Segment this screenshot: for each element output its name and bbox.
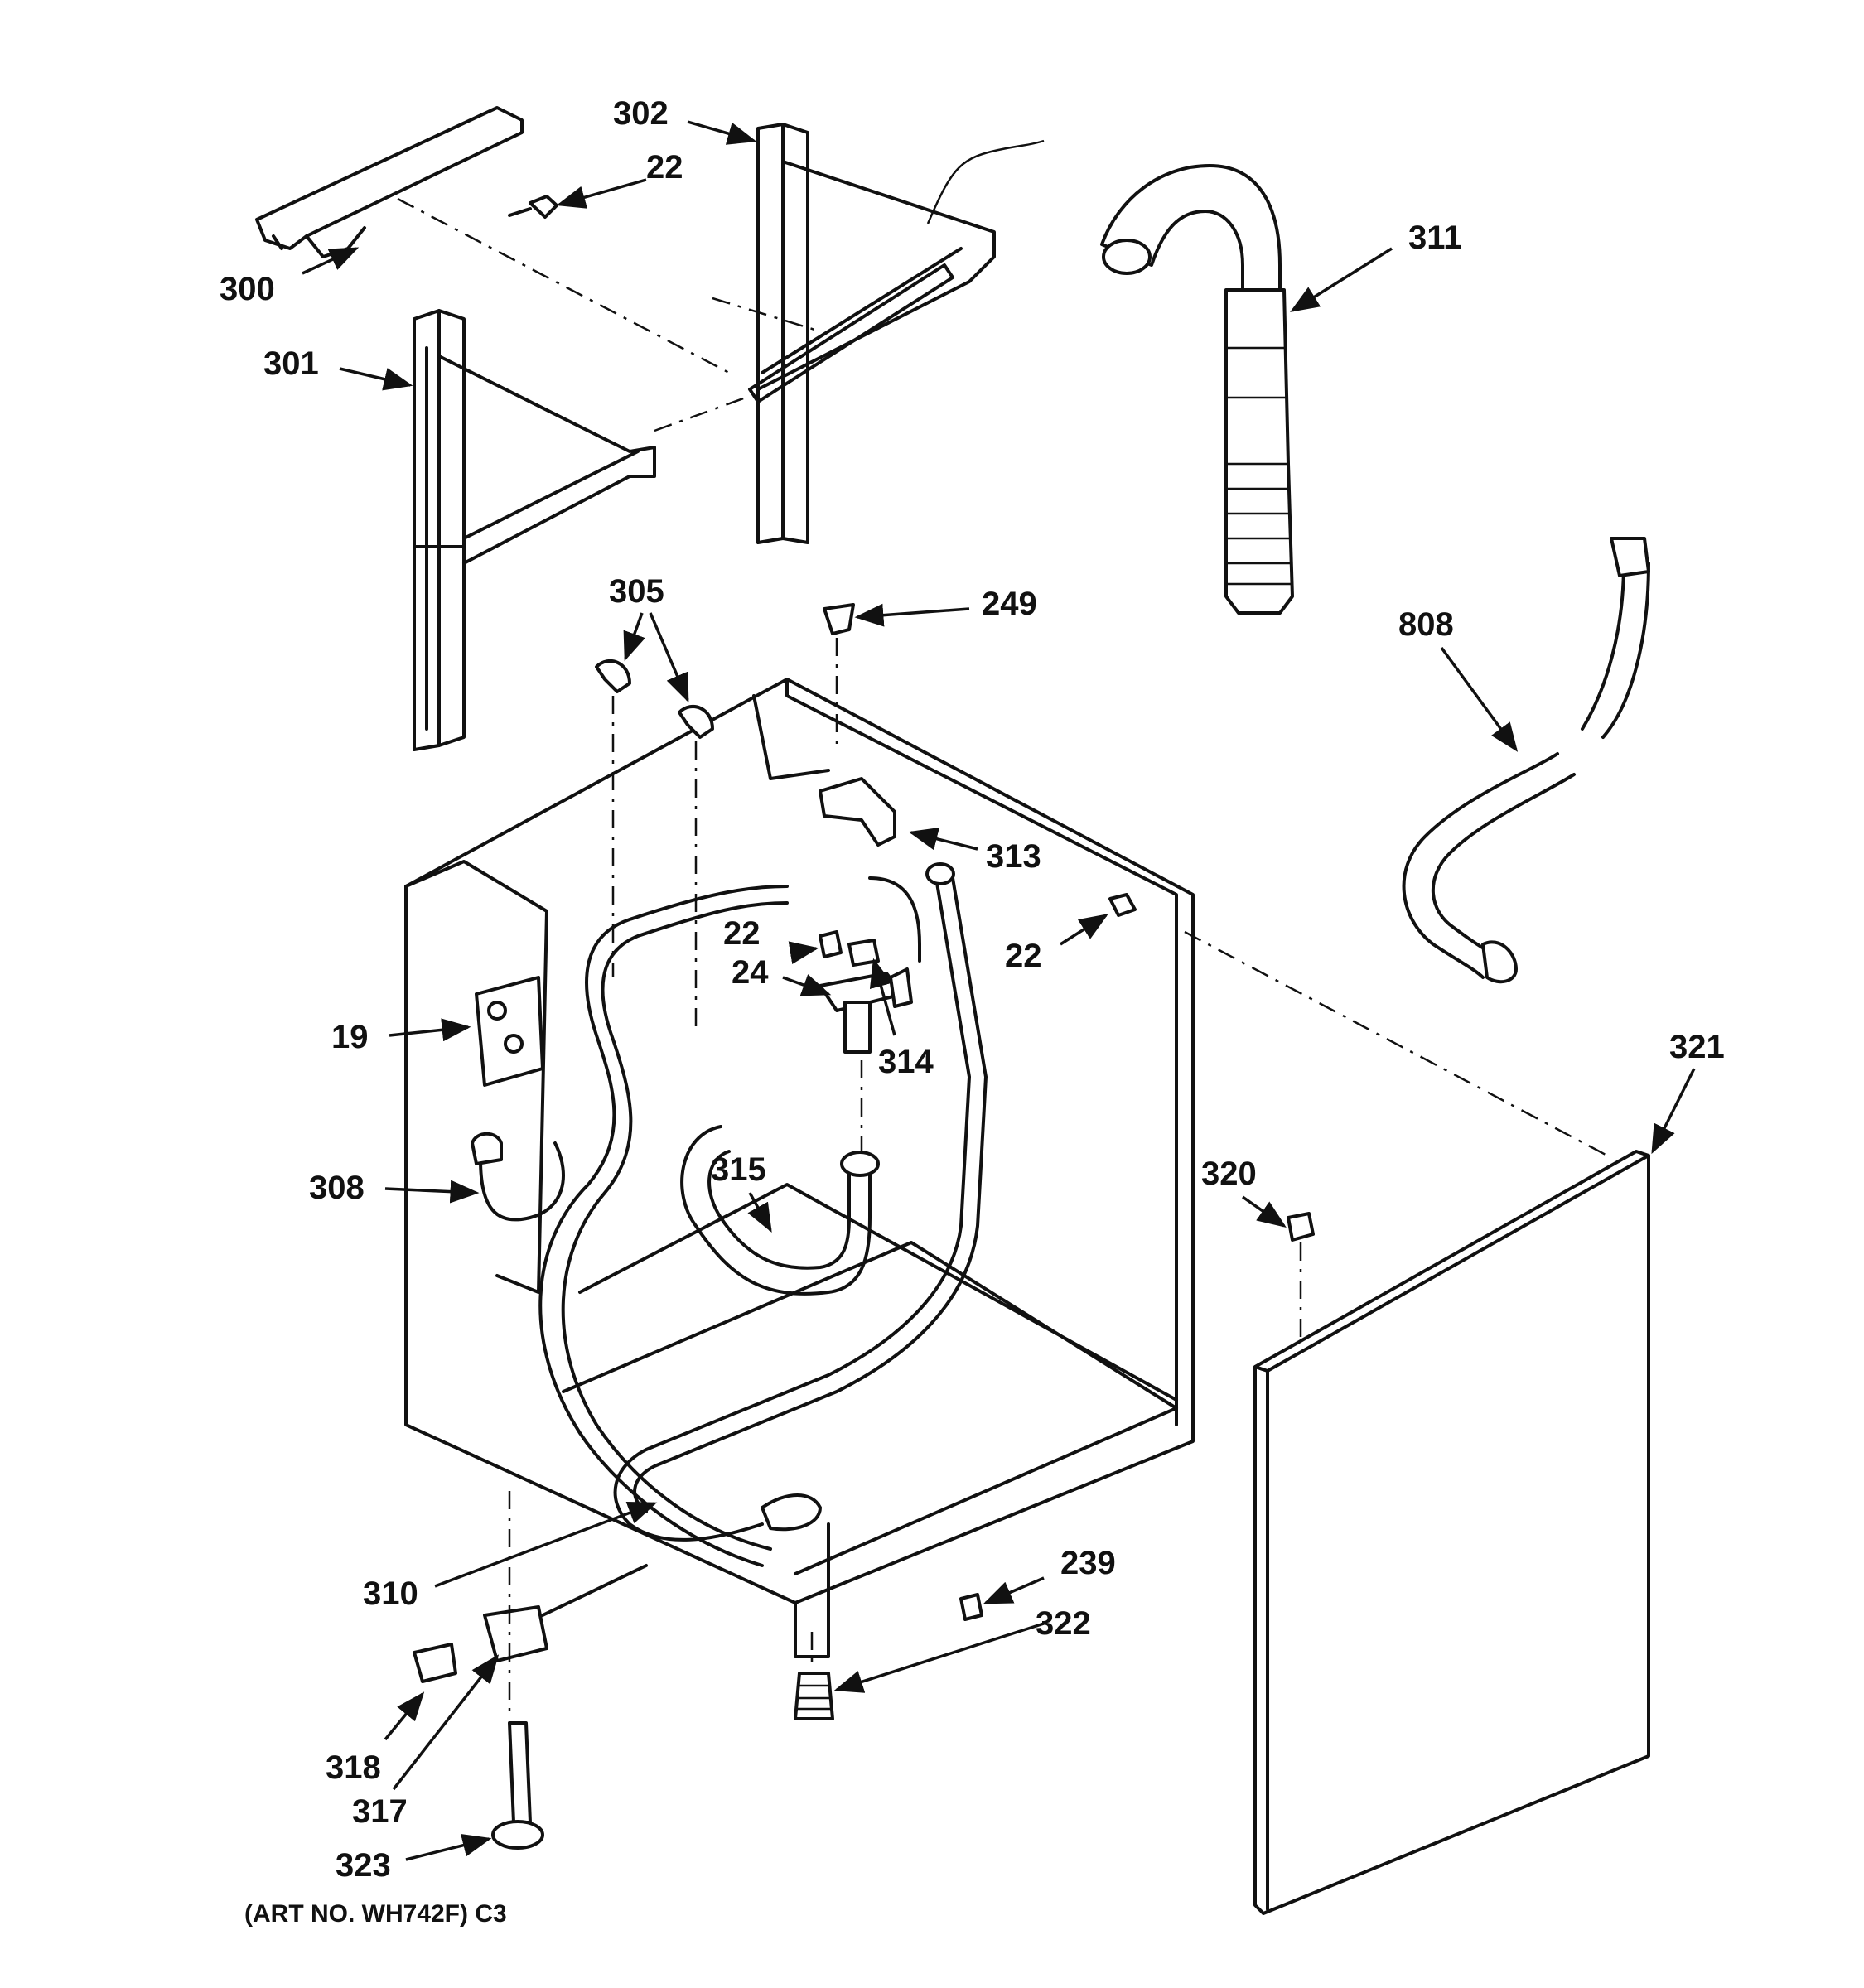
- leg-322: [794, 1672, 834, 1720]
- clip-305-right: [678, 704, 714, 739]
- callout-301: 301: [263, 345, 319, 382]
- callout-239: 239: [1060, 1545, 1116, 1581]
- screw-22-mid: [819, 930, 843, 958]
- cabinet-frame: [404, 678, 1195, 1658]
- pump-hose-315: [680, 1125, 880, 1296]
- callout-22-top: 22: [646, 149, 683, 186]
- bracket-300: [255, 106, 524, 258]
- front-panel-321: [1253, 1150, 1650, 1915]
- callout-318: 318: [326, 1749, 381, 1786]
- water-valve-19: [475, 976, 544, 1087]
- screw-22-top: [508, 195, 558, 219]
- callout-320: 320: [1201, 1156, 1257, 1192]
- callout-310: 310: [363, 1575, 418, 1612]
- hose-310: [538, 876, 921, 1567]
- art-number-caption: (ART NO. WH742F) C3: [244, 1900, 507, 1928]
- callout-313: 313: [986, 838, 1041, 875]
- clip-320: [1287, 1212, 1315, 1242]
- callout-308: 308: [309, 1170, 365, 1206]
- drain-hose-311: [1100, 164, 1294, 615]
- plug-249: [823, 603, 855, 635]
- leader-lines: [302, 120, 1696, 1861]
- callout-322: 322: [1036, 1605, 1091, 1642]
- callout-302: 302: [613, 95, 669, 132]
- clip-305-left: [595, 659, 631, 693]
- hose-308: [471, 1132, 565, 1222]
- leveling-leg-323: [491, 1721, 544, 1850]
- callout-305: 305: [609, 573, 664, 610]
- screw-22-right: [1108, 893, 1137, 917]
- assembly-line-302: [712, 297, 821, 333]
- callout-315: 315: [711, 1151, 766, 1188]
- callout-317: 317: [352, 1793, 408, 1830]
- callout-311: 311: [1408, 220, 1462, 256]
- clip-239: [959, 1593, 983, 1621]
- callout-24: 24: [732, 954, 769, 991]
- fill-hose-808: [1402, 537, 1650, 984]
- callout-22-right: 22: [1005, 938, 1042, 974]
- assembly-line-300: [397, 197, 730, 374]
- bracket-318: [413, 1643, 457, 1683]
- bracket-302: [748, 123, 1045, 544]
- callout-22-mid: 22: [723, 915, 761, 952]
- callout-323: 323: [336, 1847, 391, 1884]
- callout-19: 19: [331, 1019, 369, 1055]
- bracket-317: [483, 1564, 648, 1662]
- callout-808: 808: [1398, 606, 1454, 643]
- hose-313: [613, 777, 988, 1542]
- callout-321: 321: [1669, 1029, 1725, 1065]
- assembly-line-321: [1184, 930, 1608, 1157]
- assembly-line-301: [654, 396, 746, 432]
- callout-300: 300: [220, 271, 275, 307]
- callout-249: 249: [982, 586, 1037, 622]
- callout-314: 314: [878, 1044, 934, 1080]
- bracket-301: [413, 309, 656, 751]
